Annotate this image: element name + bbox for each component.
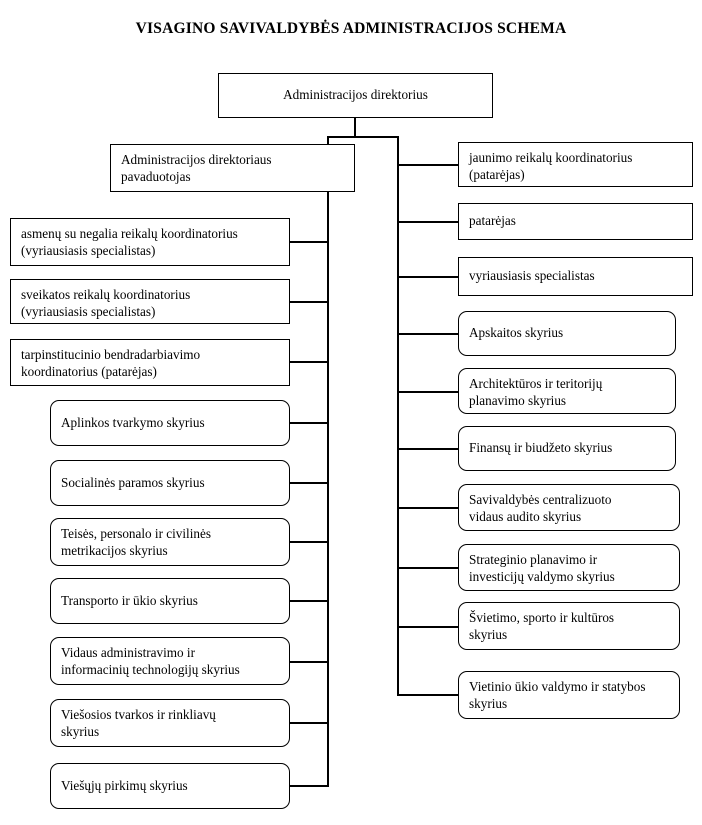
node-left-8: Vidaus administravimo ir informacinių te… — [50, 637, 290, 685]
connector-right-5 — [397, 391, 460, 394]
node-label: Apskaitos skyrius — [469, 325, 564, 341]
node-label: Švietimo, sporto ir kultūros skyrius — [469, 610, 615, 642]
node-left-7: Transporto ir ūkio skyrius — [50, 578, 290, 624]
node-label: Vietinio ūkio valdymo ir statybos skyriu… — [469, 679, 646, 711]
node-label: Aplinkos tvarkymo skyrius — [61, 414, 205, 430]
node-left-4: Aplinkos tvarkymo skyrius — [50, 400, 290, 446]
connector-left-trunk — [327, 136, 330, 787]
node-label: Savivaldybės centralizuoto vidaus audito… — [469, 492, 612, 524]
connector-left-3 — [290, 361, 329, 364]
node-left-10: Viešųjų pirkimų skyrius — [50, 763, 290, 809]
connector-right-trunk — [397, 136, 400, 696]
node-label: Finansų ir biudžeto skyrius — [469, 440, 613, 456]
node-right-2: patarėjas — [458, 203, 693, 240]
node-label: jaunimo reikalų koordinatorius (patarėja… — [469, 150, 633, 182]
connector-left-5 — [290, 482, 329, 485]
connector-left-10 — [290, 785, 329, 788]
connector-left-9 — [290, 722, 329, 725]
node-right-3: vyriausiasis specialistas — [458, 257, 693, 296]
node-left-6: Teisės, personalo ir civilinės metrikaci… — [50, 518, 290, 566]
node-label: Strateginio planavimo ir investicijų val… — [469, 552, 615, 584]
connector-right-4 — [397, 333, 460, 336]
connector-right-6 — [397, 448, 460, 451]
connector-left-8 — [290, 661, 329, 664]
node-root-director: Administracijos direktorius — [218, 73, 493, 118]
node-label: Administracijos direktorius — [283, 87, 428, 103]
node-right-6: Finansų ir biudžeto skyrius — [458, 426, 676, 471]
connector-left-4 — [290, 422, 329, 425]
connector-root-split — [327, 136, 399, 139]
node-label: tarpinstitucinio bendradarbiavimo koordi… — [21, 347, 201, 379]
node-right-8: Strateginio planavimo ir investicijų val… — [458, 544, 680, 591]
node-left-2: sveikatos reikalų koordinatorius (vyriau… — [10, 279, 290, 324]
connector-right-8 — [397, 567, 460, 570]
connector-right-3 — [397, 276, 460, 279]
node-label: vyriausiasis specialistas — [469, 268, 595, 284]
node-label: Viešosios tvarkos ir rinkliavų skyrius — [61, 707, 216, 739]
connector-right-10 — [397, 694, 460, 697]
node-label: patarėjas — [469, 213, 516, 229]
node-label: Transporto ir ūkio skyrius — [61, 592, 198, 608]
node-left-9: Viešosios tvarkos ir rinkliavų skyrius — [50, 699, 290, 747]
connector-right-9 — [397, 626, 460, 629]
connector-right-7 — [397, 507, 460, 510]
node-label: asmenų su negalia reikalų koordinatorius… — [21, 226, 238, 258]
node-right-10: Vietinio ūkio valdymo ir statybos skyriu… — [458, 671, 680, 719]
node-right-1: jaunimo reikalų koordinatorius (patarėja… — [458, 142, 693, 187]
connector-left-2 — [290, 301, 329, 304]
node-right-5: Architektūros ir teritorijų planavimo sk… — [458, 368, 676, 414]
node-label: Socialinės paramos skyrius — [61, 474, 205, 490]
connector-root-stem — [354, 118, 357, 138]
node-deputy-director: Administracijos direktoriaus pavaduotoja… — [110, 144, 355, 192]
node-label: Architektūros ir teritorijų planavimo sk… — [469, 376, 603, 408]
connector-left-7 — [290, 600, 329, 603]
node-label: Administracijos direktoriaus pavaduotoja… — [121, 152, 272, 184]
connector-right-1 — [397, 164, 460, 167]
connector-left-1 — [290, 241, 329, 244]
node-right-4: Apskaitos skyrius — [458, 311, 676, 356]
node-left-5: Socialinės paramos skyrius — [50, 460, 290, 506]
node-left-3: tarpinstitucinio bendradarbiavimo koordi… — [10, 339, 290, 386]
node-label: Teisės, personalo ir civilinės metrikaci… — [61, 526, 211, 558]
node-label: Viešųjų pirkimų skyrius — [61, 777, 188, 793]
node-right-9: Švietimo, sporto ir kultūros skyrius — [458, 602, 680, 650]
connector-right-2 — [397, 221, 460, 224]
node-right-7: Savivaldybės centralizuoto vidaus audito… — [458, 484, 680, 531]
node-left-1: asmenų su negalia reikalų koordinatorius… — [10, 218, 290, 266]
connector-left-6 — [290, 541, 329, 544]
node-label: sveikatos reikalų koordinatorius (vyriau… — [21, 287, 191, 319]
page-title: VISAGINO SAVIVALDYBĖS ADMINISTRACIJOS SC… — [135, 20, 567, 37]
node-label: Vidaus administravimo ir informacinių te… — [61, 645, 240, 677]
